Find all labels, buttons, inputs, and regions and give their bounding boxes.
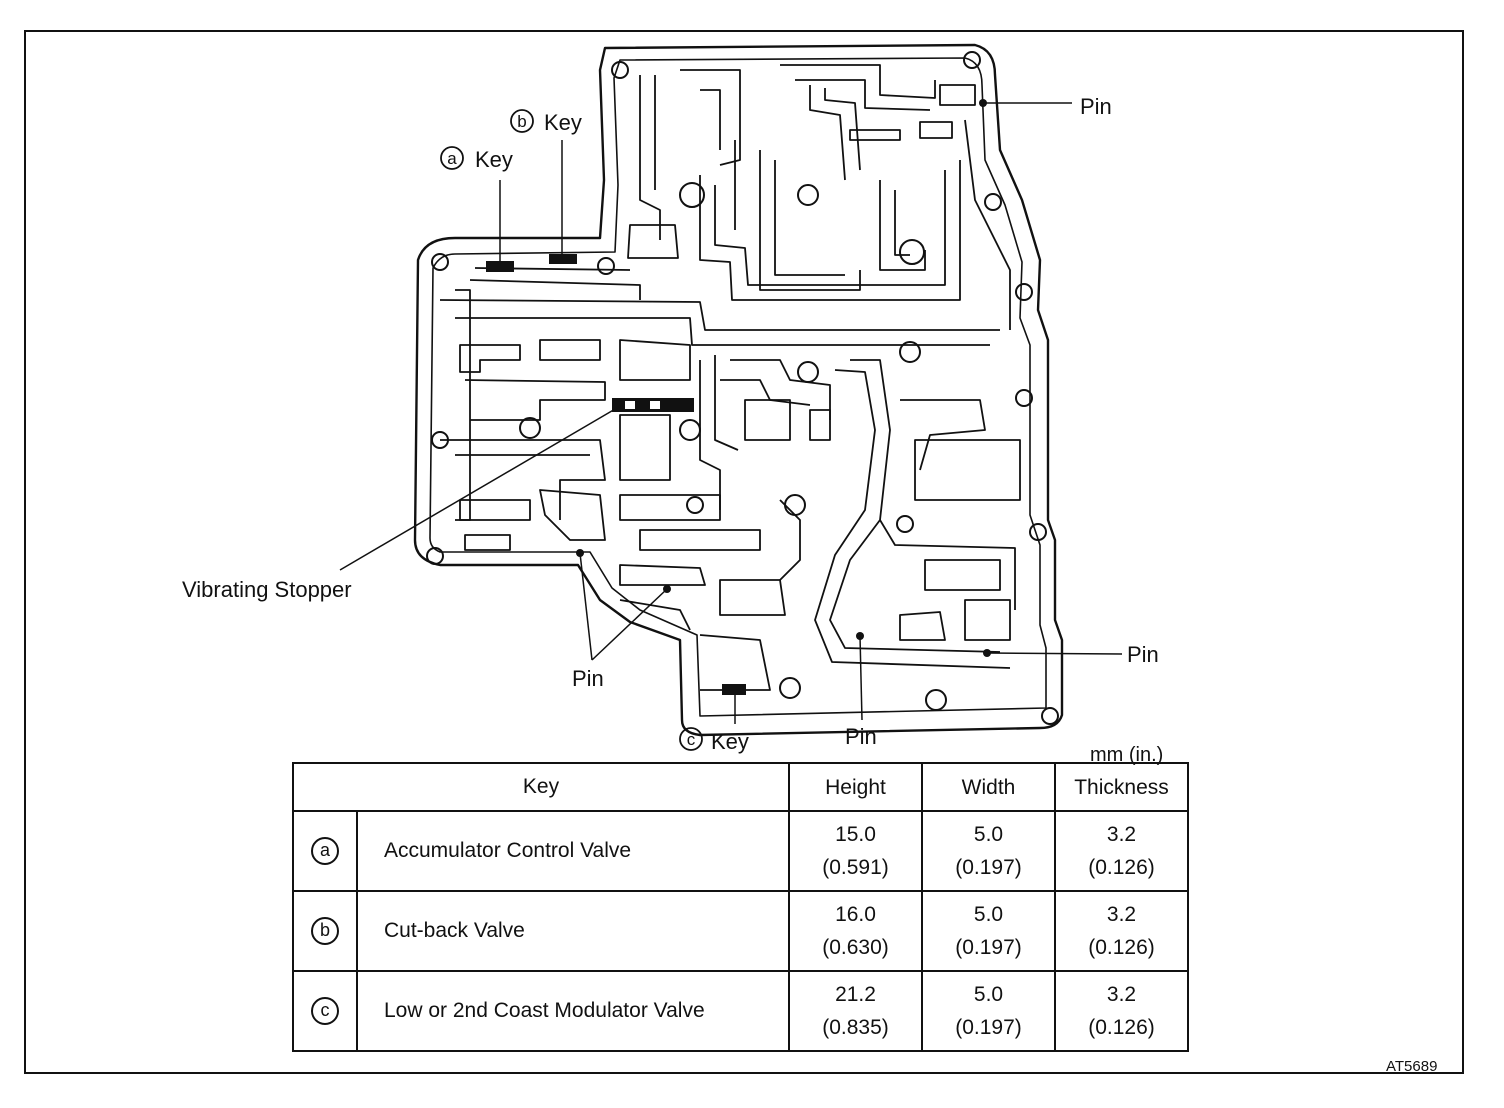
height-in: (0.835) <box>822 1016 889 1039</box>
key-spec-table: Key Height Width Thickness a Accumulator… <box>292 762 1189 1052</box>
vibrating-stopper-label: Vibrating Stopper <box>182 577 352 602</box>
width-mm: 5.0 <box>973 903 1004 926</box>
leader-pin-bottom-left-1 <box>579 552 593 661</box>
width-in: (0.197) <box>955 936 1022 959</box>
header-thickness: Thickness <box>1054 762 1189 812</box>
pin-label-right: Pin <box>1127 642 1159 667</box>
thickness-mm: 3.2 <box>1106 823 1137 846</box>
width-mm: 5.0 <box>973 983 1004 1006</box>
height-mm: 15.0 <box>835 823 876 846</box>
key-c-label: Key <box>711 729 749 754</box>
fluid-channels <box>439 64 1021 691</box>
row-name: Cut-back Valve <box>356 890 790 972</box>
thickness-in: (0.126) <box>1088 856 1155 879</box>
key-b-marker <box>549 254 577 264</box>
key-b-label-marker: b <box>517 112 526 131</box>
height-in: (0.591) <box>822 856 889 879</box>
key-a-label-marker: a <box>447 149 457 168</box>
height-mm: 21.2 <box>835 983 876 1006</box>
header-height: Height <box>788 762 923 812</box>
bolt-holes <box>426 51 1059 725</box>
width-in: (0.197) <box>955 1016 1022 1039</box>
height-in: (0.630) <box>822 936 889 959</box>
valve-body-inner-outline <box>429 57 1047 717</box>
table-row: a Accumulator Control Valve 15.0(0.591) … <box>292 810 1189 892</box>
leader-pin-bottom-center <box>859 635 863 721</box>
pin-label-top-right: Pin <box>1080 94 1112 119</box>
header-width: Width <box>921 762 1056 812</box>
valve-body-outline <box>413 43 1064 737</box>
units-label: mm (in.) <box>1090 744 1164 766</box>
key-c-marker <box>722 684 746 695</box>
pin-label-bottom-left: Pin <box>572 666 604 691</box>
header-key: Key <box>292 762 790 812</box>
key-c-label-marker: c <box>687 730 696 749</box>
figure-code: AT5689 <box>1386 1058 1438 1075</box>
row-marker: c <box>311 997 339 1025</box>
table-row: b Cut-back Valve 16.0(0.630) 5.0(0.197) … <box>292 890 1189 972</box>
thickness-in: (0.126) <box>1088 936 1155 959</box>
height-mm: 16.0 <box>835 903 876 926</box>
key-a-marker <box>486 261 514 272</box>
key-a-label: Key <box>475 147 513 172</box>
row-marker: b <box>311 917 339 945</box>
pin-label-bottom-center: Pin <box>845 724 877 749</box>
table-header-row: Key Height Width Thickness <box>292 762 1189 812</box>
row-marker: a <box>311 837 339 865</box>
vibrating-stopper-shape <box>612 398 694 412</box>
thickness-mm: 3.2 <box>1106 903 1137 926</box>
width-in: (0.197) <box>955 856 1022 879</box>
leader-pin-bottom-left-2 <box>591 588 668 661</box>
leader-vibrating-stopper <box>339 404 623 571</box>
table-row: c Low or 2nd Coast Modulator Valve 21.2 (… <box>292 970 1189 1052</box>
row-name: Low or 2nd Coast Modulator Valve <box>356 970 790 1052</box>
thickness-in: (0.126) <box>1088 1016 1155 1039</box>
width-mm: 5.0 <box>973 823 1004 846</box>
thickness-mm: 3.2 <box>1106 983 1137 1006</box>
key-b-label: Key <box>544 110 582 135</box>
figure-frame <box>24 30 1464 1074</box>
row-name: Accumulator Control Valve <box>356 810 790 892</box>
leader-pin-right <box>986 652 1123 655</box>
